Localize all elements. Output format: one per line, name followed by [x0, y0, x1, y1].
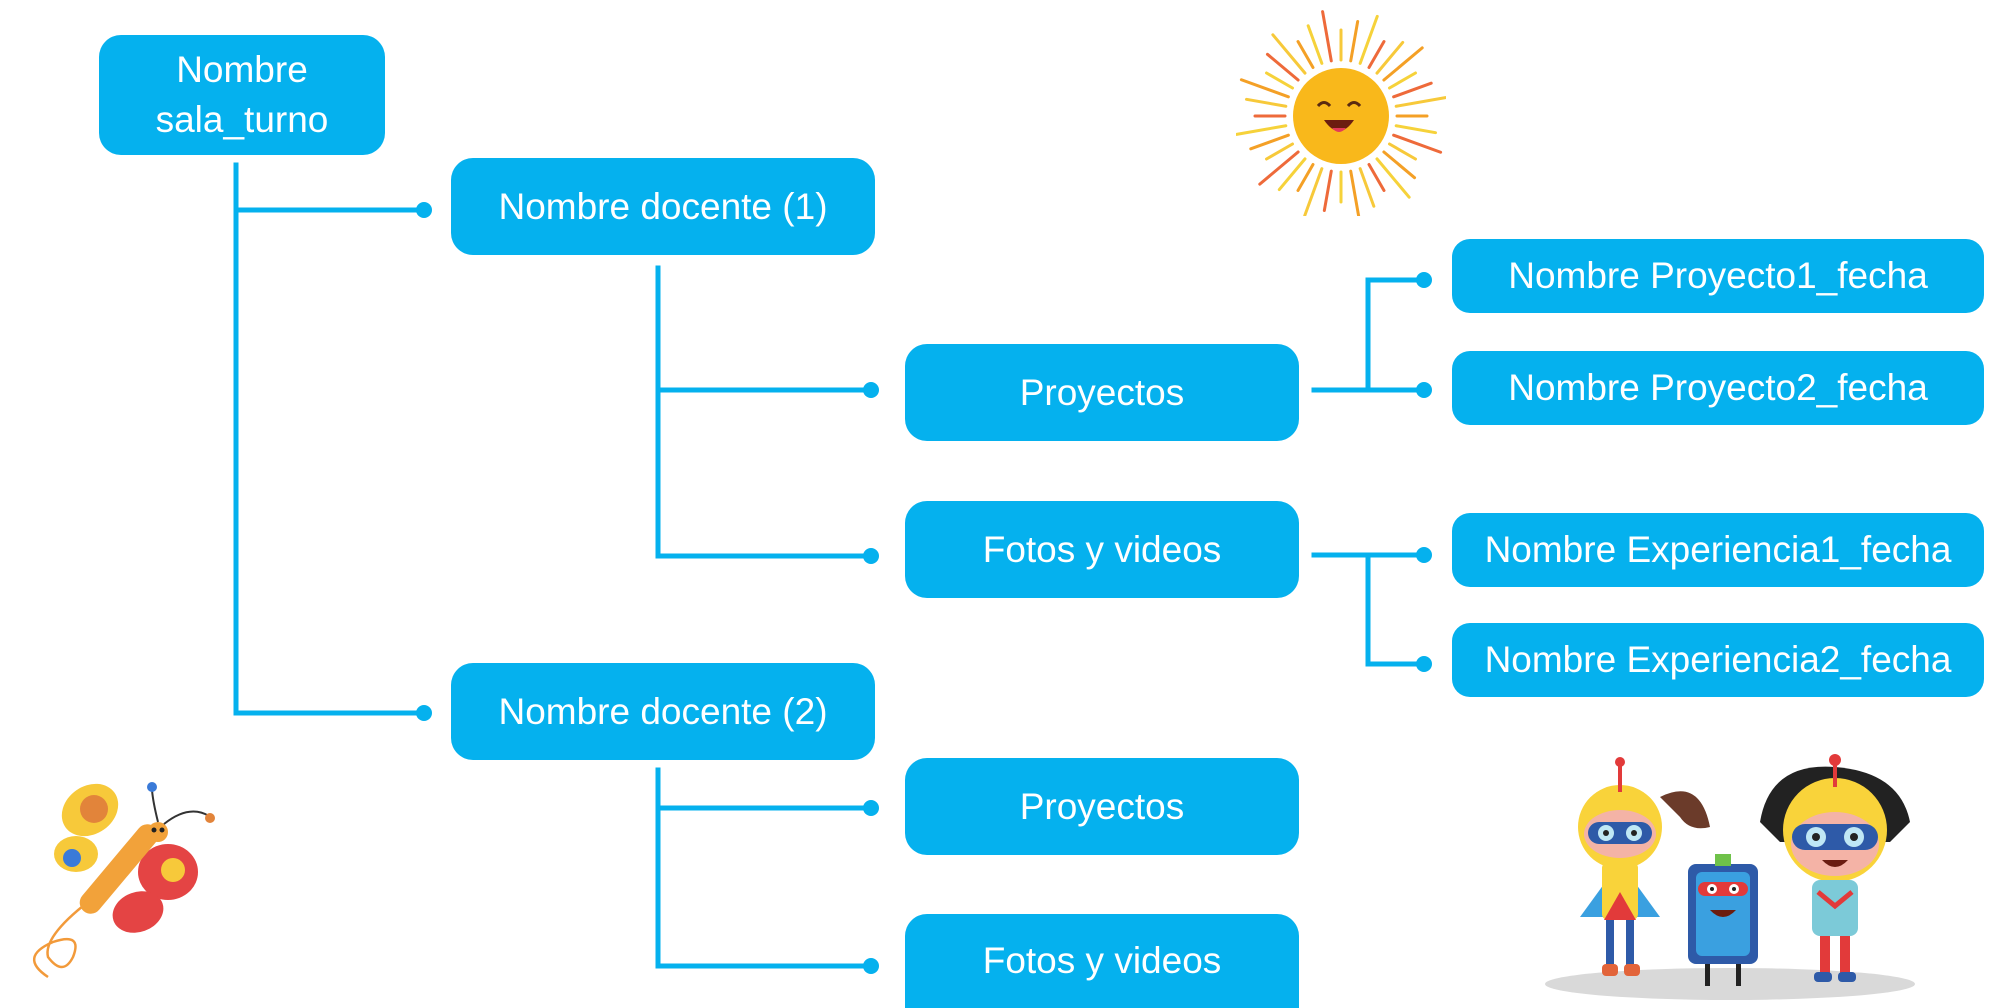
node-docente-2-proyectos[interactable]: Proyectos: [905, 758, 1299, 855]
node-root[interactable]: Nombre sala_turno: [99, 35, 385, 155]
node-experiencia-1[interactable]: Nombre Experiencia1_fecha: [1452, 513, 1984, 587]
node-docente-2-fotos[interactable]: Fotos y videos: [905, 914, 1299, 1008]
kids-robot-illustration: [1545, 754, 1915, 1000]
sun-ray: [1303, 167, 1324, 216]
sun-ray: [1382, 46, 1424, 82]
connector-dot: [416, 202, 432, 218]
sun-ray: [1277, 157, 1307, 192]
sun-ray: [1358, 14, 1379, 65]
sun-ray: [1394, 124, 1438, 135]
connector-docente1-fotos: [655, 265, 873, 559]
sun-ray: [1387, 142, 1417, 161]
node-docente-1-fotos[interactable]: Fotos y videos: [905, 501, 1299, 598]
sun-ray: [1349, 169, 1361, 216]
sun-ray: [1258, 150, 1300, 186]
sun-ray: [1387, 71, 1417, 90]
node-proyecto-1[interactable]: Nombre Proyecto1_fecha: [1452, 239, 1984, 313]
sun-ray: [1265, 71, 1295, 90]
sun-ray: [1358, 167, 1376, 208]
connector-dot: [1416, 656, 1432, 672]
connector-dot: [1416, 382, 1432, 398]
connector-fotos-e2: [1365, 552, 1425, 667]
connector-proyectos-p1: [1365, 277, 1425, 393]
connector-dot: [1416, 547, 1432, 563]
sun-ray: [1392, 81, 1433, 99]
sun-ray: [1321, 10, 1333, 63]
node-docente-1[interactable]: Nombre docente (1): [451, 158, 875, 255]
connector-docente2-fotos: [655, 767, 873, 969]
butterfly-illustration: [33, 782, 215, 979]
sun-ray: [1236, 124, 1288, 136]
node-experiencia-2[interactable]: Nombre Experiencia2_fecha: [1452, 623, 1984, 697]
node-docente-2[interactable]: Nombre docente (2): [451, 663, 875, 760]
sun-ray: [1296, 162, 1315, 192]
node-proyecto-2[interactable]: Nombre Proyecto2_fecha: [1452, 351, 1984, 425]
sun-ray: [1265, 52, 1300, 82]
sun-ray: [1296, 40, 1315, 70]
sun-ray: [1367, 162, 1386, 192]
sun-ray: [1239, 78, 1290, 99]
node-docente-1-fotos-label: Fotos y videos: [982, 528, 1222, 570]
node-experiencia-1-label: Nombre Experiencia1_fecha: [1484, 529, 1952, 570]
sun-ray: [1375, 157, 1411, 199]
node-docente-1-label: Nombre docente (1): [498, 185, 828, 227]
sun-ray: [1349, 19, 1360, 63]
sun-ray: [1249, 133, 1290, 151]
sun-ray: [1367, 40, 1386, 70]
node-experiencia-2-label: Nombre Experiencia2_fecha: [1484, 639, 1952, 680]
sun-ray: [1306, 24, 1324, 65]
sun-ray: [1382, 150, 1417, 180]
node-docente-2-fotos-label: Fotos y videos: [982, 940, 1222, 981]
connector-dot: [416, 705, 432, 721]
connector-dot: [863, 382, 879, 398]
sun-ray: [1392, 133, 1443, 154]
sun-ray: [1394, 96, 1446, 108]
node-docente-2-label: Nombre docente (2): [498, 690, 828, 732]
node-docente-1-proyectos[interactable]: Proyectos: [905, 344, 1299, 441]
connector-dot: [863, 548, 879, 564]
node-docente-1-proyectos-label: Proyectos: [1019, 371, 1185, 413]
node-proyecto-1-label: Nombre Proyecto1_fecha: [1508, 255, 1928, 296]
node-docente-2-proyectos-label: Proyectos: [1019, 785, 1185, 827]
sun-illustration: [1236, 10, 1446, 216]
sun-ray: [1322, 169, 1333, 213]
connector-dot: [863, 800, 879, 816]
connector-dot: [863, 958, 879, 974]
sun-ray: [1375, 40, 1405, 75]
node-proyecto-2-label: Nombre Proyecto2_fecha: [1508, 367, 1928, 408]
sun-ray: [1271, 33, 1307, 75]
connector-dot: [1416, 272, 1432, 288]
sun-ray: [1265, 142, 1295, 161]
sun-ray: [1244, 97, 1288, 108]
node-root-label: Nombre sala_turno: [155, 49, 329, 140]
connector-root-docente2: [233, 162, 425, 716]
